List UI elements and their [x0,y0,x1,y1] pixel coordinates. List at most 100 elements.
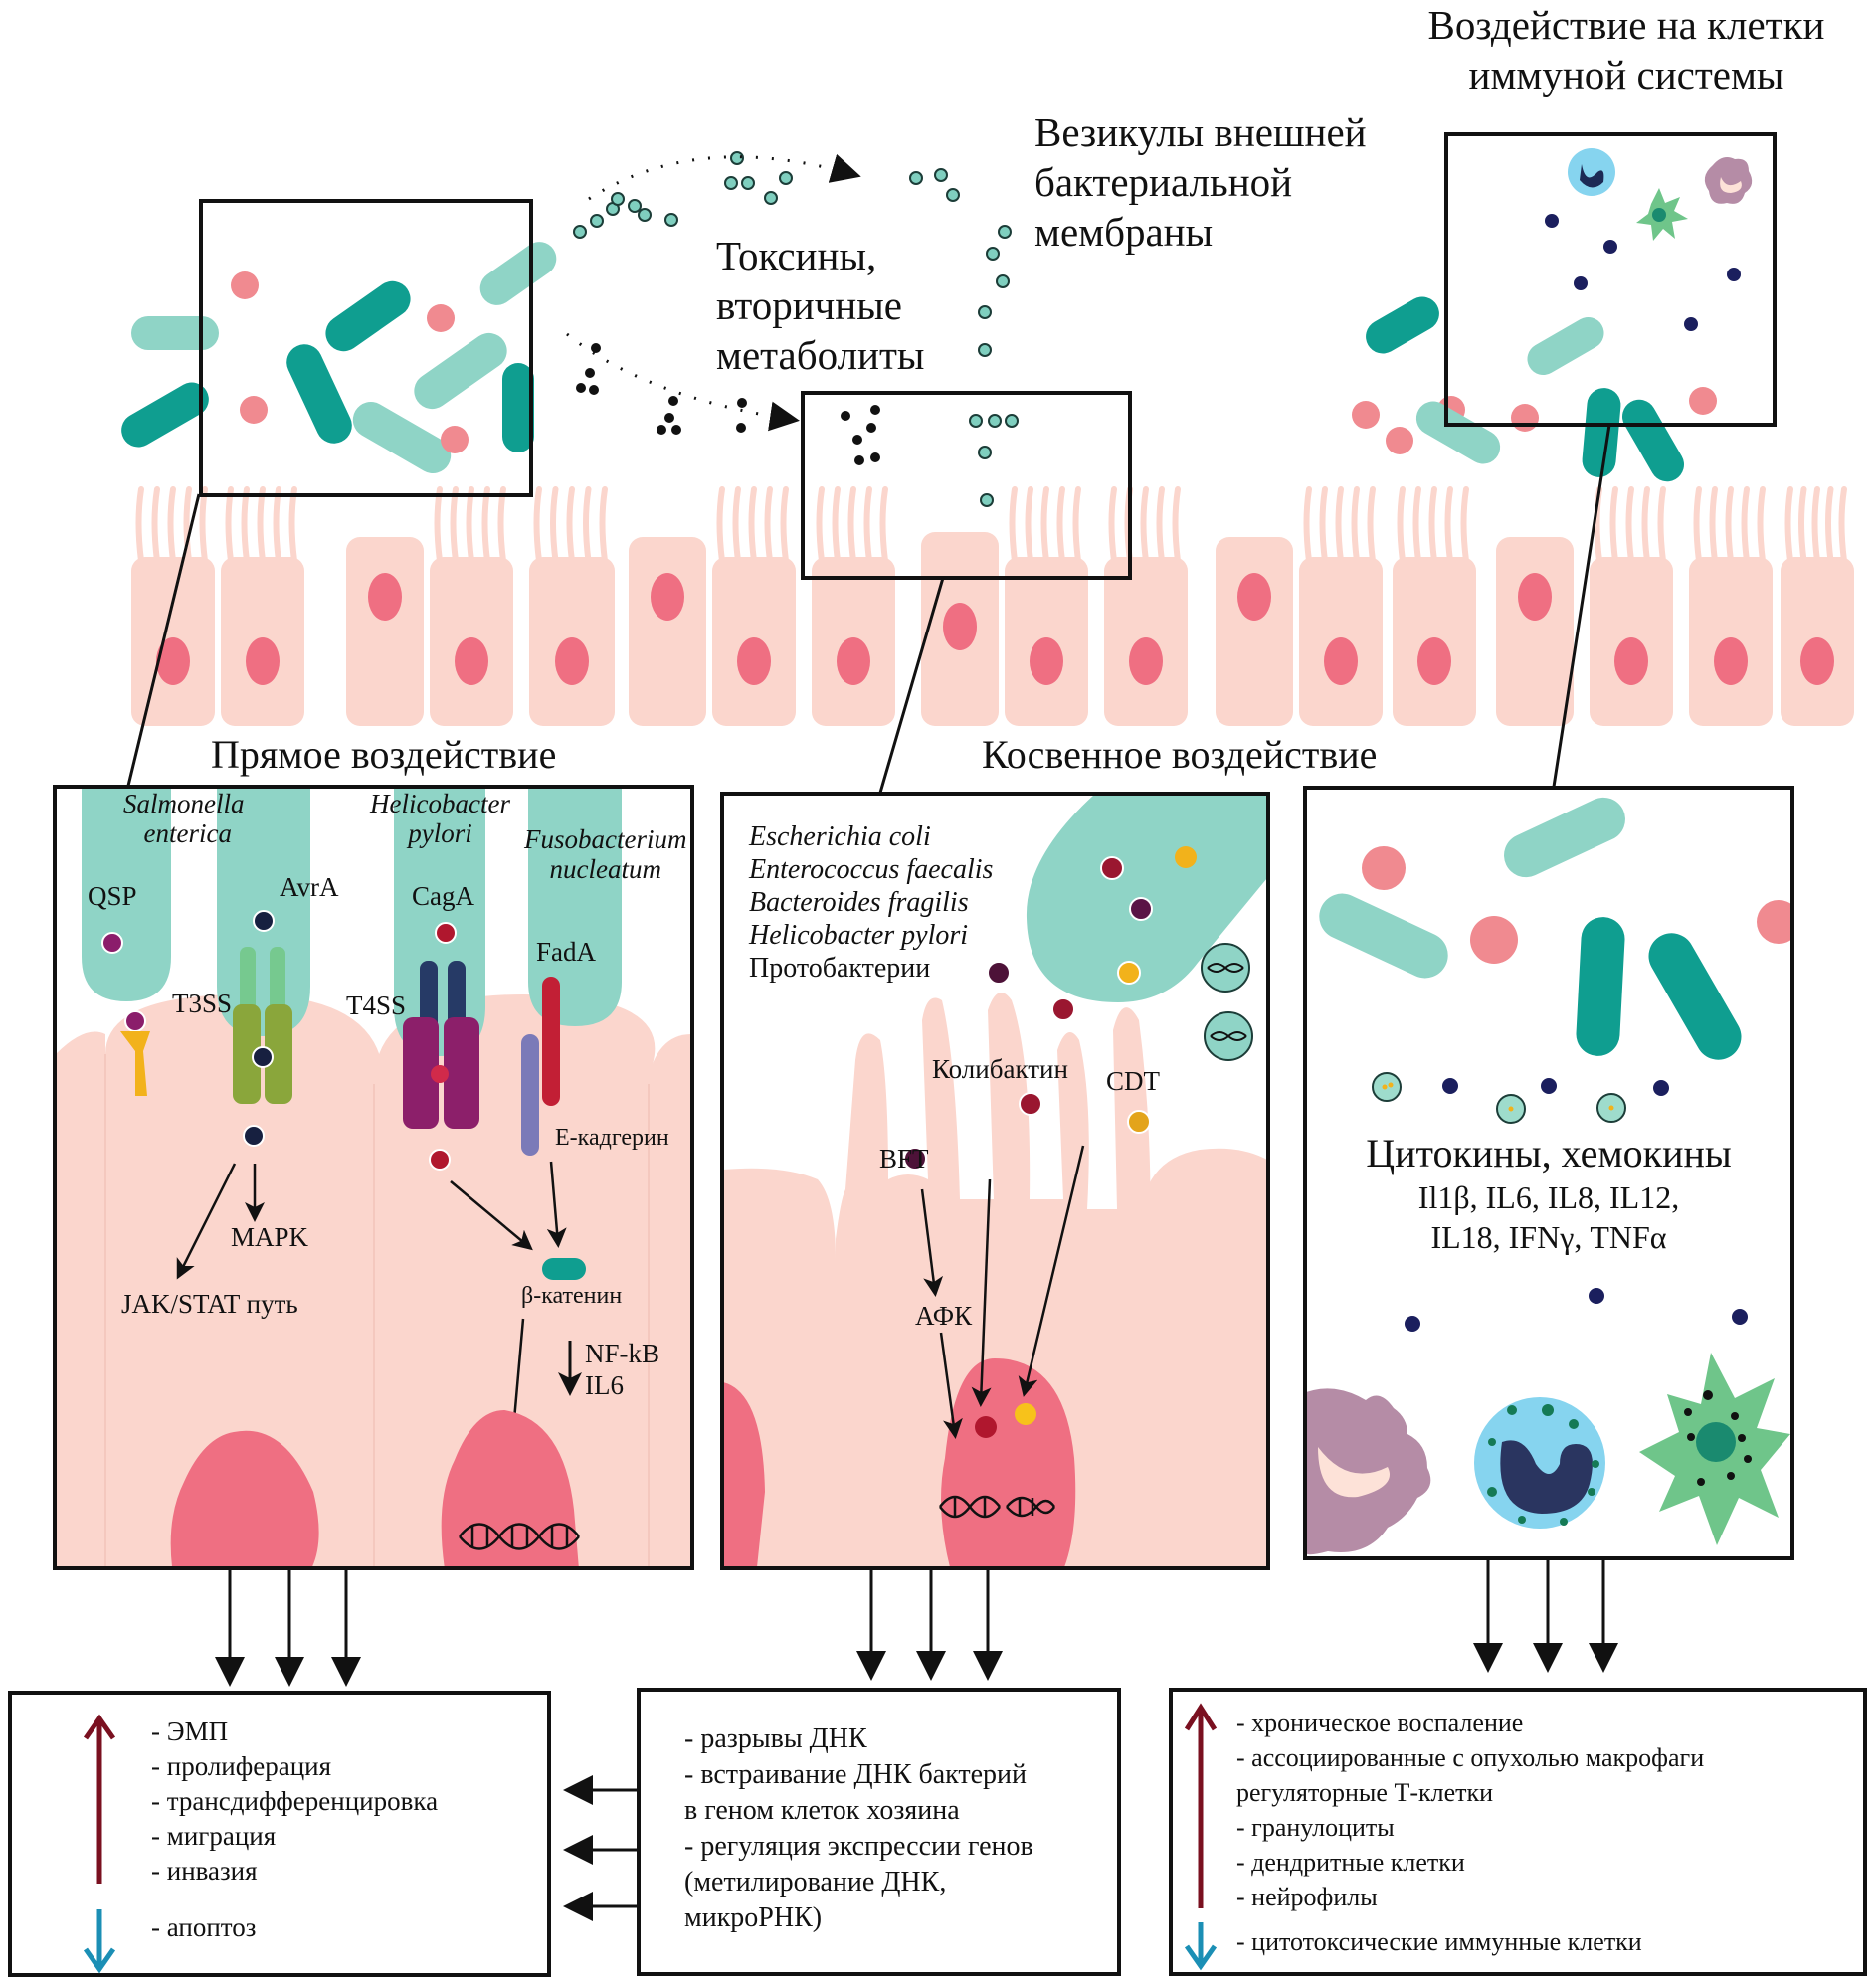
microvillus [1784,486,1793,564]
microvillus [879,486,888,564]
outcome-item: в геном клеток хозяина [684,1795,960,1826]
cell-nucleus [1324,637,1358,685]
gut-bacteria-cluster [121,242,557,473]
dna-icon [459,1523,580,1550]
immune-effect-label-line: Воздействие на клетки [1427,2,1825,48]
microvillus [764,486,773,564]
microvillus [780,486,789,564]
cytokines-title: Цитокины, хемокины [1366,1131,1732,1175]
coccus [441,426,469,453]
direct-panel-frame [53,785,694,1570]
species-line: enterica [143,818,232,848]
cell-nucleus [555,637,589,685]
outcome-item: - дендритные клетки [1236,1848,1465,1877]
outcome-item: - цитотоксические иммунные клетки [1236,1927,1642,1956]
immune-zone-bacteria [1352,148,1753,482]
ros-label: АФК [915,1301,973,1331]
species-salmonella: Salmonella enterica [123,789,245,848]
cell-nucleus [837,637,870,685]
cell-nucleus [943,603,977,650]
microvillus [1811,486,1820,564]
microvillus [1351,486,1360,564]
microvillus [1609,486,1618,564]
microvillus [1825,486,1834,564]
toxin-dotted-arrow [566,332,800,432]
microvillus [748,486,757,564]
bacterium-rod-dark [121,382,209,448]
cell-nucleus [455,637,488,685]
beta-catenin-label: β-катенин [521,1283,623,1309]
bacterium-rod-dark [286,344,352,444]
cell-nucleus [1614,637,1648,685]
microvillus [1009,486,1018,564]
outcome-item: - встраивание ДНК бактерий [684,1759,1028,1790]
outcome-arrows [215,1559,1618,1921]
caga-molecule [435,922,457,944]
immune-arrows [1184,1703,1218,1971]
bacterium-indirect [1026,795,1267,1002]
vesicles-label-line: бактериальной [1034,159,1293,205]
microvillus [863,486,872,564]
bacterium-rod-light [479,242,557,305]
microvillus [1140,486,1149,564]
indirect-effect-title: Косвенное воздействие [982,732,1378,777]
microvillus [1709,486,1718,564]
outcome-item: - ЭМП [151,1716,229,1746]
microvillus [1412,486,1421,564]
cytokines-list-line: IL18, IFNγ, TNFα [1430,1219,1667,1255]
cell-nucleus [737,637,771,685]
epithelial-cell [346,537,424,726]
zoom-box-immune [1444,132,1777,427]
microvillus [1693,486,1702,564]
cell-nucleus [1417,637,1451,685]
species-item: Протобактерии [749,953,931,984]
cell-nucleus [1714,637,1748,685]
toxins-label-line: Токсины, [716,233,877,278]
outcome-item: - разрывы ДНК [684,1723,867,1754]
t3ss-channel [233,1004,261,1104]
connector-line-immune [1552,424,1611,788]
species-line: Helicobacter [370,789,510,818]
broken-dna-icon [939,1495,1056,1519]
cell-nucleus [1030,637,1063,685]
microvillus [847,486,856,564]
microvillus [135,486,144,564]
species-item: Bacteroides fragilis [749,887,969,918]
direct-outcome-list: - ЭМП - пролиферация - трансдифференциро… [151,1715,438,1945]
microvillus [1838,486,1847,564]
microvillus [1335,486,1344,564]
t4ss-label: T4SS [346,991,407,1020]
outcome-item: - регуляция экспрессии генов [684,1831,1033,1862]
microvillus [497,486,506,564]
microvillus [533,486,542,564]
microvillus [151,486,160,564]
outcome-item: микроРНК) [684,1902,823,1933]
microvillus [1757,486,1766,564]
nucleus [170,1430,319,1567]
microvillus [1108,486,1117,564]
indirect-panel-frame [720,792,1270,1570]
microvillus [1172,486,1181,564]
direct-panel-graphics [56,788,691,1567]
microvillus [288,486,297,564]
microvillus [1657,486,1666,564]
microvillus [1156,486,1165,564]
direct-arrows [83,1714,116,1974]
indirect-panel-graphics [723,795,1267,1567]
bacterium-rod-dark [325,280,411,352]
microvillus [434,486,443,564]
species-helicobacter: Helicobacter pylori [370,789,510,848]
microvillus [599,486,608,564]
microvillus [1056,486,1065,564]
microvillus [450,486,459,564]
vesicles-label-line: Везикулы внешней [1034,109,1367,155]
toxins-label-line: метаболиты [716,332,925,378]
cell-nucleus [368,573,402,621]
jak-stat-label: JAK/STAT путь [121,1289,298,1319]
qsp-receptor [120,1031,150,1096]
microvillus [1444,486,1453,564]
microvillus [816,486,825,564]
toxins-label: Токсины, вторичные метаболиты [716,231,924,380]
outcome-item: - инвазия [151,1856,258,1886]
